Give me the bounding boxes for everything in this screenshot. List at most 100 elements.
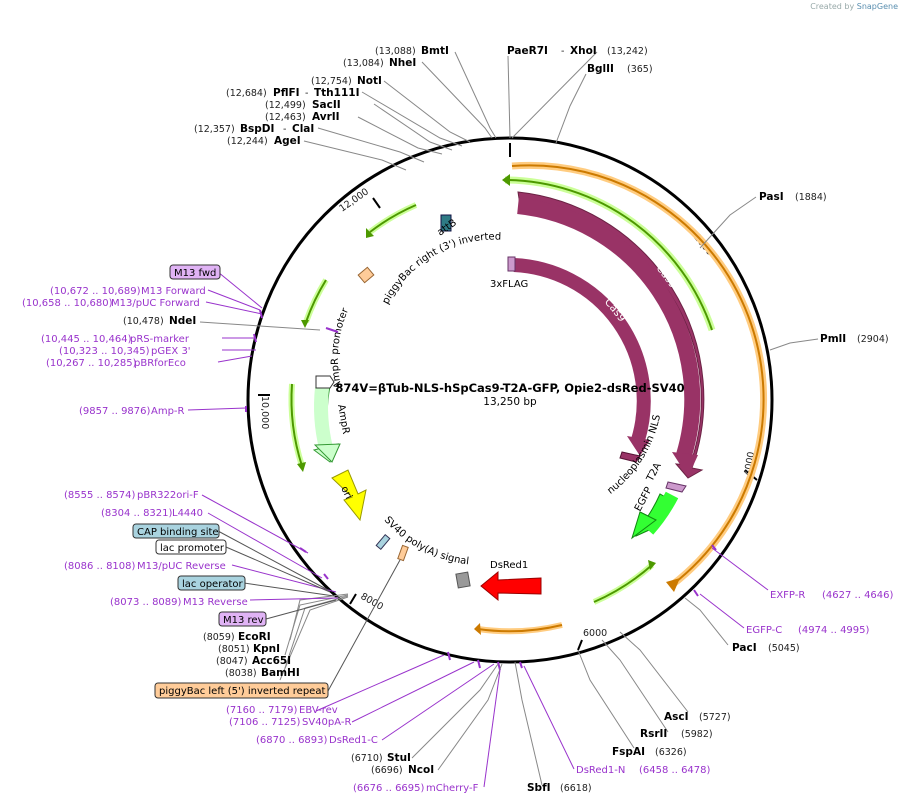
orf-green-arrowhead-lowleft [297,462,306,472]
ori-arrow [331,469,367,522]
site-sbfi-pos: (6618) [560,783,592,794]
orf-green-arrowhead-left [301,320,309,328]
site-pmli: PmlI [820,333,846,345]
site-xhoi: XhoI [570,45,597,57]
site-kpni: KpnI [253,643,280,655]
site-paer7i: PaeR7I [507,45,548,57]
primer-pbrforeco-pos: (10,267 .. 10,285) [46,358,137,369]
site-acc65i: Acc65I [252,655,291,667]
site-pmli-pos: (2904) [857,334,889,345]
egfp-head [631,511,657,540]
primer-ebv-rev-pos: (7160 .. 7179) [226,705,298,716]
ampr-head [313,443,341,463]
primer-prs-marker-pos: (10,445 .. 10,464) [41,334,132,345]
site-bamhi-pos: (8038) [225,668,257,679]
orf-green-line-right [504,179,713,331]
site-bmti-pos: (13,088) [375,46,416,57]
box-leaders [217,530,401,692]
site-avrii-pos: (12,463) [265,112,306,123]
box-lac-operator [177,575,246,591]
site-bglii-pos: (365) [627,64,653,75]
primer-m13puc-reverse: M13/pUC Reverse [137,561,226,572]
primer-mcherry-f-pos: (6676 .. 6695) [353,783,425,794]
primer-pgex3: pGEX 3' [151,346,191,357]
site-ecori: EcoRI [238,631,271,643]
site-ncoi-pos: (6696) [371,765,403,776]
primer-m13-forward-pos: (10,672 .. 10,689) [50,286,141,297]
orf-green-line-lowleft [290,383,303,467]
site-paer7i-dash: - [561,46,564,57]
site-pflfi-dash: - [305,88,308,99]
box-piggybac-left-label: piggyBac left (5') inverted repeat [159,686,325,697]
site-agei-pos: (12,244) [227,136,268,147]
orf-orange-line [511,164,765,586]
site-sbfi: SbfI [527,782,551,794]
primer-leaders [187,271,769,788]
cas9-outer-head [672,452,698,477]
flag-box [507,256,516,272]
dsred-body [480,570,542,602]
opie2-box [455,571,471,589]
site-agei: AgeI [274,135,301,147]
site-bmti: BmtI [421,45,449,57]
egfp-label: EGFP [633,485,655,513]
plasmid-length: 13,250 bp [483,396,537,408]
site-fspai: FspAI [612,746,645,758]
box-m13-fwd [169,264,221,280]
primer-m13-forward: M13 Forward [141,286,206,297]
primer-ebv-rev: EBV-rev [299,705,338,716]
egfp-body [642,491,679,535]
orf-orange-line-bottom [477,624,563,633]
primer-m13-reverse: M13 Reverse [183,597,248,608]
box-piggybac-left [154,682,329,699]
site-asci: AscI [664,711,689,723]
ampr-promoter-box [315,375,335,389]
box-m13-fwd-label: M13 fwd [174,268,216,279]
primer-sv40pa-r: SV40pA-R [302,717,351,728]
box-lac-promoter [155,539,227,555]
site-bglii: BglII [587,63,614,75]
snapgene-logo: SnapGene [856,2,898,11]
orf-green-line-bottom [593,564,653,603]
primer-dsred1-c-pos: (6870 .. 6893) [256,735,328,746]
primer-m13puc-forward-pos: (10,658 .. 10,680) [22,298,113,309]
site-nhei: NheI [389,57,416,69]
flag-label: 3xFLAG [490,279,528,290]
primer-pbr322ori-f-pos: (8555 .. 8574) [64,490,136,501]
box-cap-binding-site [132,523,220,539]
box-m13-rev-label: M13 rev [223,615,264,626]
site-rsrii: RsrII [640,728,667,740]
cas9-inner-body [513,258,651,443]
t2a-box [665,481,687,493]
sv40-box [397,544,409,562]
site-kpni-pos: (8051) [218,644,250,655]
site-clai: ClaI [292,123,314,135]
site-noti-pos: (12,754) [311,76,352,87]
orf-green-arrowhead-right [502,174,510,186]
site-avrii: AvrII [312,111,340,123]
primer-exfp-r: EXFP-R [770,590,805,601]
site-sacii: SacII [312,99,341,111]
site-bspdi-dash: - [283,124,286,135]
primer-prs-marker: pRS-marker [130,334,190,345]
orf-green-arc-bottom [592,562,654,605]
primer-pgex3-pos: (10,323 .. 10,345) [59,346,150,357]
orf-orange-arrowhead [666,578,680,592]
box-lac-operator-label: lac operator [182,579,243,590]
ruler-10000: 10,000 [259,396,270,429]
box-cap-binding-site-label: CAP binding site [137,527,219,538]
site-stui: StuI [387,752,411,764]
site-fspai-pos: (6326) [655,747,687,758]
site-asci-pos: (5727) [699,712,731,723]
attb-label: attB [435,217,458,238]
site-nhei-pos: (13,084) [343,58,384,69]
site-paci: PacI [732,642,757,654]
orf-green-arrowhead-bottom [648,560,656,570]
primer-dsred1-c: DsRed1-C [329,735,378,746]
nls-box [619,451,641,463]
ampr-promoter-label: AmpR promoter [330,306,352,390]
t2a-label: T2A [644,461,663,484]
site-ndei-pos: (10,478) [123,316,164,327]
sv40-label: SV40 poly(A) signal [382,515,470,568]
